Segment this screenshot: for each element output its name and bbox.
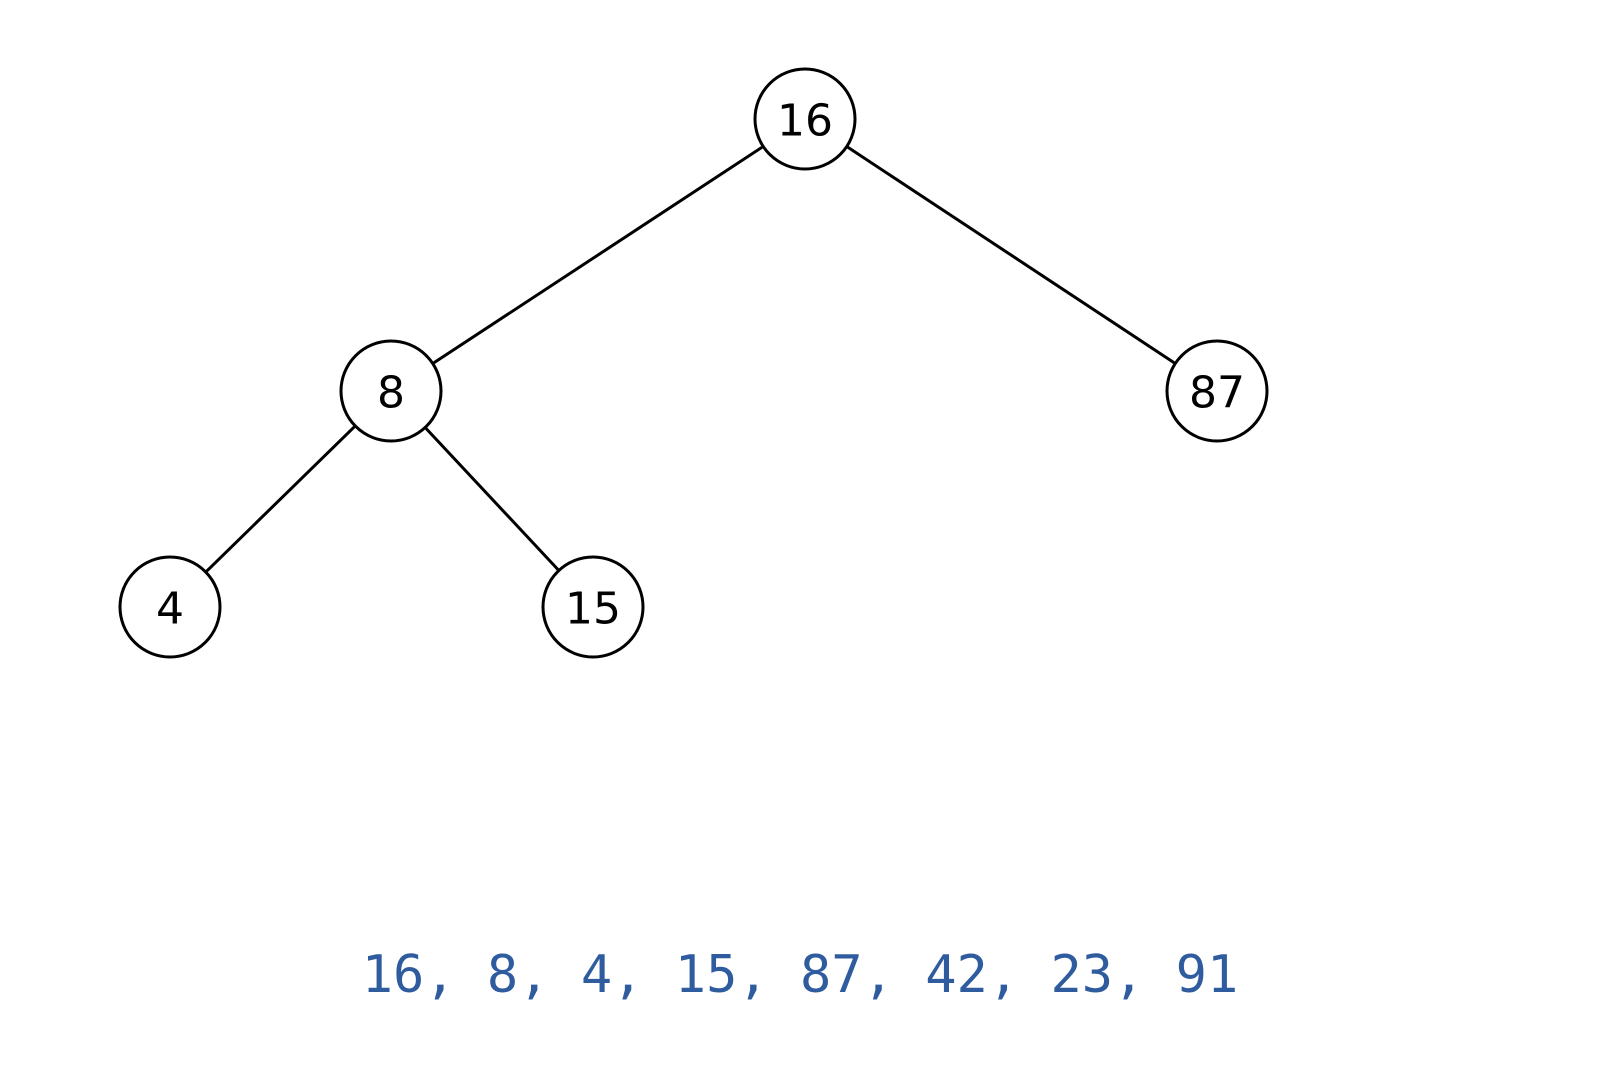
node-circle [118,555,222,659]
edge-n8-n15 [424,426,560,572]
node-label: 16 [777,96,833,147]
tree-edges [204,145,1177,574]
tree-node-4: 4 [118,555,222,659]
tree-node-8: 8 [339,339,443,443]
node-label: 8 [377,368,405,419]
tree-node-15: 15 [541,555,645,659]
tree-node-16: 16 [753,67,857,171]
edge-n16-n8 [431,145,765,365]
tree-nodes: 16 8 87 4 15 [118,67,1269,659]
node-label: 4 [156,584,184,635]
tree-node-87: 87 [1165,339,1269,443]
edge-n8-n4 [204,424,357,574]
node-circle [339,339,443,443]
node-label: 15 [565,584,621,635]
node-circle [753,67,857,171]
insertion-sequence-text: 16, 8, 4, 15, 87, 42, 23, 91 [361,945,1239,1005]
node-circle [541,555,645,659]
node-label: 87 [1189,368,1245,419]
node-circle [1165,339,1269,443]
edge-n16-n87 [845,145,1177,365]
